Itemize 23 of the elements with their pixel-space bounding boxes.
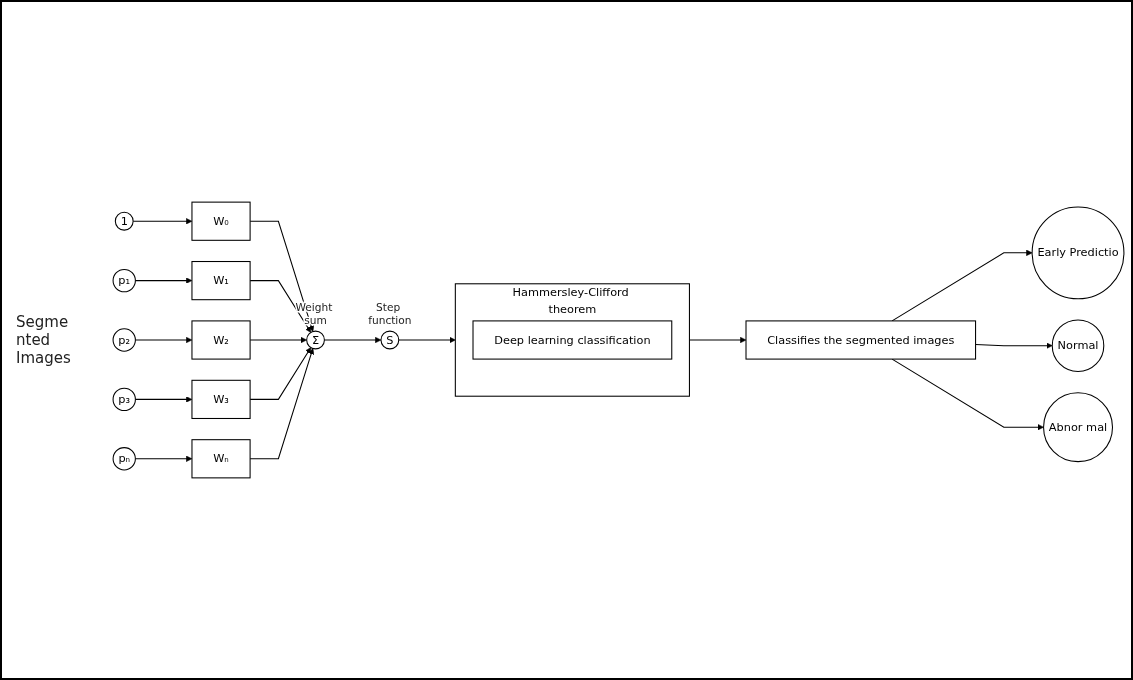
node-caption: Step function	[368, 301, 412, 327]
side-label: Segme nted Images	[16, 313, 72, 367]
node-circle: p₁	[112, 268, 136, 293]
node-box: W₁	[191, 261, 251, 301]
node-box: Deep learning classification	[472, 320, 673, 360]
node-circle: Normal	[1051, 319, 1105, 372]
arrow	[398, 336, 456, 344]
arrow	[891, 358, 1044, 431]
arrow	[891, 249, 1033, 322]
node-circle: Abnor mal	[1043, 392, 1114, 463]
node-circle: S	[380, 330, 400, 350]
node-box: W₂	[191, 320, 251, 360]
node-box: W₃	[191, 379, 251, 419]
node-box: Classifies the segmented images	[745, 320, 977, 360]
node-circle: Σ	[306, 330, 325, 350]
node-circle: p₃	[112, 387, 136, 412]
node-circle: p₂	[112, 328, 136, 352]
node-circle: 1	[114, 211, 134, 231]
node-box: Wₙ	[191, 439, 251, 479]
node-circle: Early Predictio	[1031, 206, 1125, 300]
arrow	[975, 342, 1053, 349]
node-box: W₀	[191, 201, 251, 241]
node-circle: pₙ	[112, 447, 136, 471]
